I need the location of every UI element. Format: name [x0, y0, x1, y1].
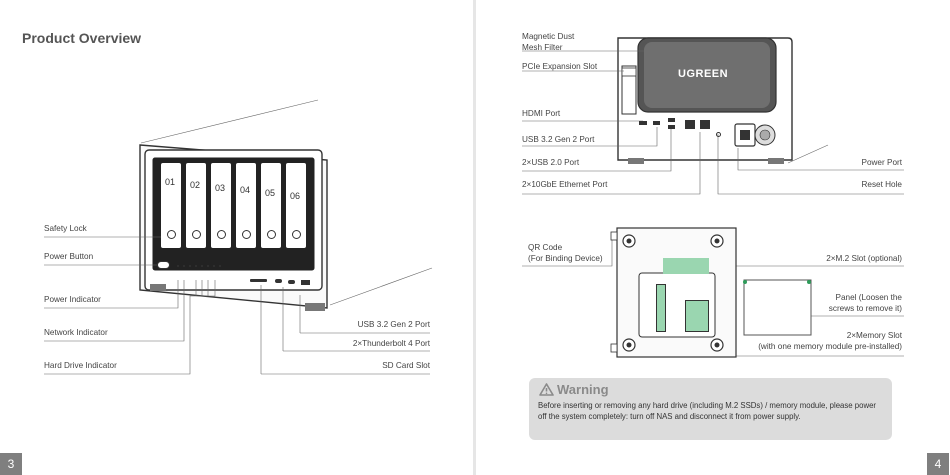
label-pcie: PCIe Expansion Slot — [522, 62, 598, 71]
reset-hole-icon[interactable] — [716, 132, 721, 137]
label-dust-filter-line1: Magnetic Dust — [522, 32, 575, 41]
label-usb20: 2×USB 2.0 Port — [522, 158, 580, 167]
network-indicator-icon — [183, 265, 185, 267]
page-gutter — [473, 0, 476, 475]
label-power-indicator: Power Indicator — [44, 295, 101, 304]
nas-rear-illustration — [522, 37, 904, 358]
drive-bay[interactable]: 04 — [236, 163, 256, 248]
safety-lock-icon[interactable] — [167, 230, 176, 239]
warning-title: Warning — [557, 382, 609, 397]
label-network-indicator: Network Indicator — [44, 328, 108, 337]
drive-indicator-icon — [201, 265, 203, 267]
page-rear-view: UGREEN Magnetic Dust Mesh Filter PCIe Ex… — [476, 0, 949, 475]
m2-slot[interactable] — [656, 284, 666, 332]
safety-lock-icon[interactable] — [192, 230, 201, 239]
label-safety-lock: Safety Lock — [44, 224, 87, 233]
label-hard-drive-indicator: Hard Drive Indicator — [44, 361, 117, 370]
label-power-port: Power Port — [861, 158, 903, 167]
usb-front-port[interactable] — [301, 280, 310, 285]
label-usb-front: USB 3.2 Gen 2 Port — [357, 320, 430, 329]
drive-bay[interactable]: 03 — [211, 163, 231, 248]
pcie-expansion-slot[interactable] — [623, 69, 635, 75]
safety-lock-icon[interactable] — [242, 230, 251, 239]
bay-number: 05 — [265, 188, 276, 198]
label-qr-line1: QR Code — [528, 243, 563, 252]
label-usb-rear: USB 3.2 Gen 2 Port — [522, 135, 595, 144]
bay-number: 06 — [290, 191, 301, 201]
drive-indicator-icon — [195, 265, 197, 267]
bay-number: 04 — [240, 185, 251, 195]
drive-bay[interactable]: 05 — [261, 163, 281, 248]
label-power-button: Power Button — [44, 252, 94, 261]
bay-number: 02 — [190, 180, 201, 190]
drive-bay[interactable]: 06 — [286, 163, 306, 248]
label-memory-line1: 2×Memory Slot — [846, 331, 902, 340]
usb20-port[interactable] — [668, 125, 675, 129]
memory-slot[interactable] — [685, 300, 709, 332]
label-hdmi: HDMI Port — [522, 109, 561, 118]
label-ethernet: 2×10GbE Ethernet Port — [522, 180, 608, 189]
warning-text: Before inserting or removing any hard dr… — [538, 401, 877, 421]
label-qr-line2: (For Binding Device) — [528, 254, 603, 263]
label-sd-card: SD Card Slot — [382, 361, 430, 370]
label-panel-line2: screws to remove it) — [828, 304, 902, 313]
qr-code-sticker — [663, 258, 709, 274]
ethernet-port[interactable] — [700, 120, 710, 129]
label-panel-line1: Panel (Loosen the — [835, 293, 902, 302]
panel-screw-icon[interactable] — [807, 280, 811, 284]
ethernet-port[interactable] — [685, 120, 695, 129]
indicator-leds — [177, 265, 221, 267]
usb20-port[interactable] — [668, 118, 675, 122]
page-title: Product Overview — [22, 30, 142, 46]
panel-screw-icon[interactable] — [743, 280, 747, 284]
page-number: 4 — [927, 453, 949, 475]
thunderbolt-port[interactable] — [275, 279, 282, 283]
safety-lock-icon[interactable] — [292, 230, 301, 239]
power-button-icon[interactable] — [157, 261, 170, 269]
dust-filter-brand: UGREEN — [678, 68, 729, 80]
label-reset-hole: Reset Hole — [861, 180, 902, 189]
warning-heading: Warning — [539, 382, 609, 397]
thunderbolt-port[interactable] — [288, 280, 295, 284]
safety-lock-icon[interactable] — [267, 230, 276, 239]
hdmi-port[interactable] — [639, 121, 647, 125]
label-thunderbolt: 2×Thunderbolt 4 Port — [352, 339, 430, 348]
sd-card-slot[interactable] — [250, 279, 267, 282]
safety-lock-icon[interactable] — [217, 230, 226, 239]
usb-rear-port[interactable] — [653, 121, 660, 125]
bay-number: 01 — [165, 177, 176, 187]
label-memory-line2: (with one memory module pre-installed) — [758, 342, 902, 351]
drive-indicator-icon — [207, 265, 209, 267]
drive-bay[interactable]: 02 — [186, 163, 206, 248]
page-number: 3 — [0, 453, 22, 475]
warning-icon — [539, 383, 554, 396]
bay-number: 03 — [215, 183, 226, 193]
drive-indicator-icon — [219, 265, 221, 267]
label-m2-slot: 2×M.2 Slot (optional) — [826, 254, 902, 263]
power-indicator-icon — [177, 265, 179, 267]
page-product-overview: Product Overview — [0, 0, 473, 475]
label-dust-filter-line2: Mesh Filter — [522, 43, 563, 52]
drive-bay[interactable]: 01 — [161, 163, 181, 248]
warning-box: Warning Before inserting or removing any… — [529, 378, 892, 440]
drive-indicator-icon — [213, 265, 215, 267]
drive-indicator-icon — [189, 265, 191, 267]
